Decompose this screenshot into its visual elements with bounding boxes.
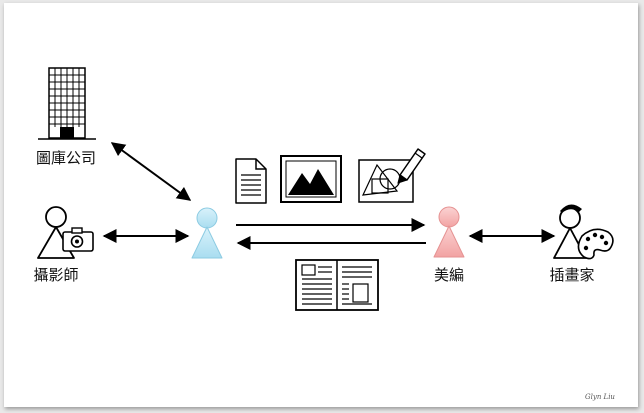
photographer-label: 攝影師 [33,266,78,284]
camera-icon [62,227,94,252]
document-icon [235,158,267,204]
arrow-agency-client [110,142,192,201]
illustrator-label: 插畫家 [549,266,594,284]
stock-agency-label: 圖庫公司 [36,149,96,167]
editor-person-icon [433,206,465,258]
signature-text: Glyn Liu [585,393,615,401]
magazine-layout-icon [295,259,379,311]
art-editor-label: 美編 [434,266,464,284]
workflow-diagram: 圖庫公司 攝影師 [33,67,615,401]
pencil-icon [397,148,426,184]
illustrator-icon [553,204,587,259]
diagram-canvas: 圖庫公司 攝影師 [4,3,638,407]
palette-icon [577,228,614,260]
client-person-icon [191,207,223,259]
building-icon [38,67,96,140]
photo-icon [280,155,342,203]
